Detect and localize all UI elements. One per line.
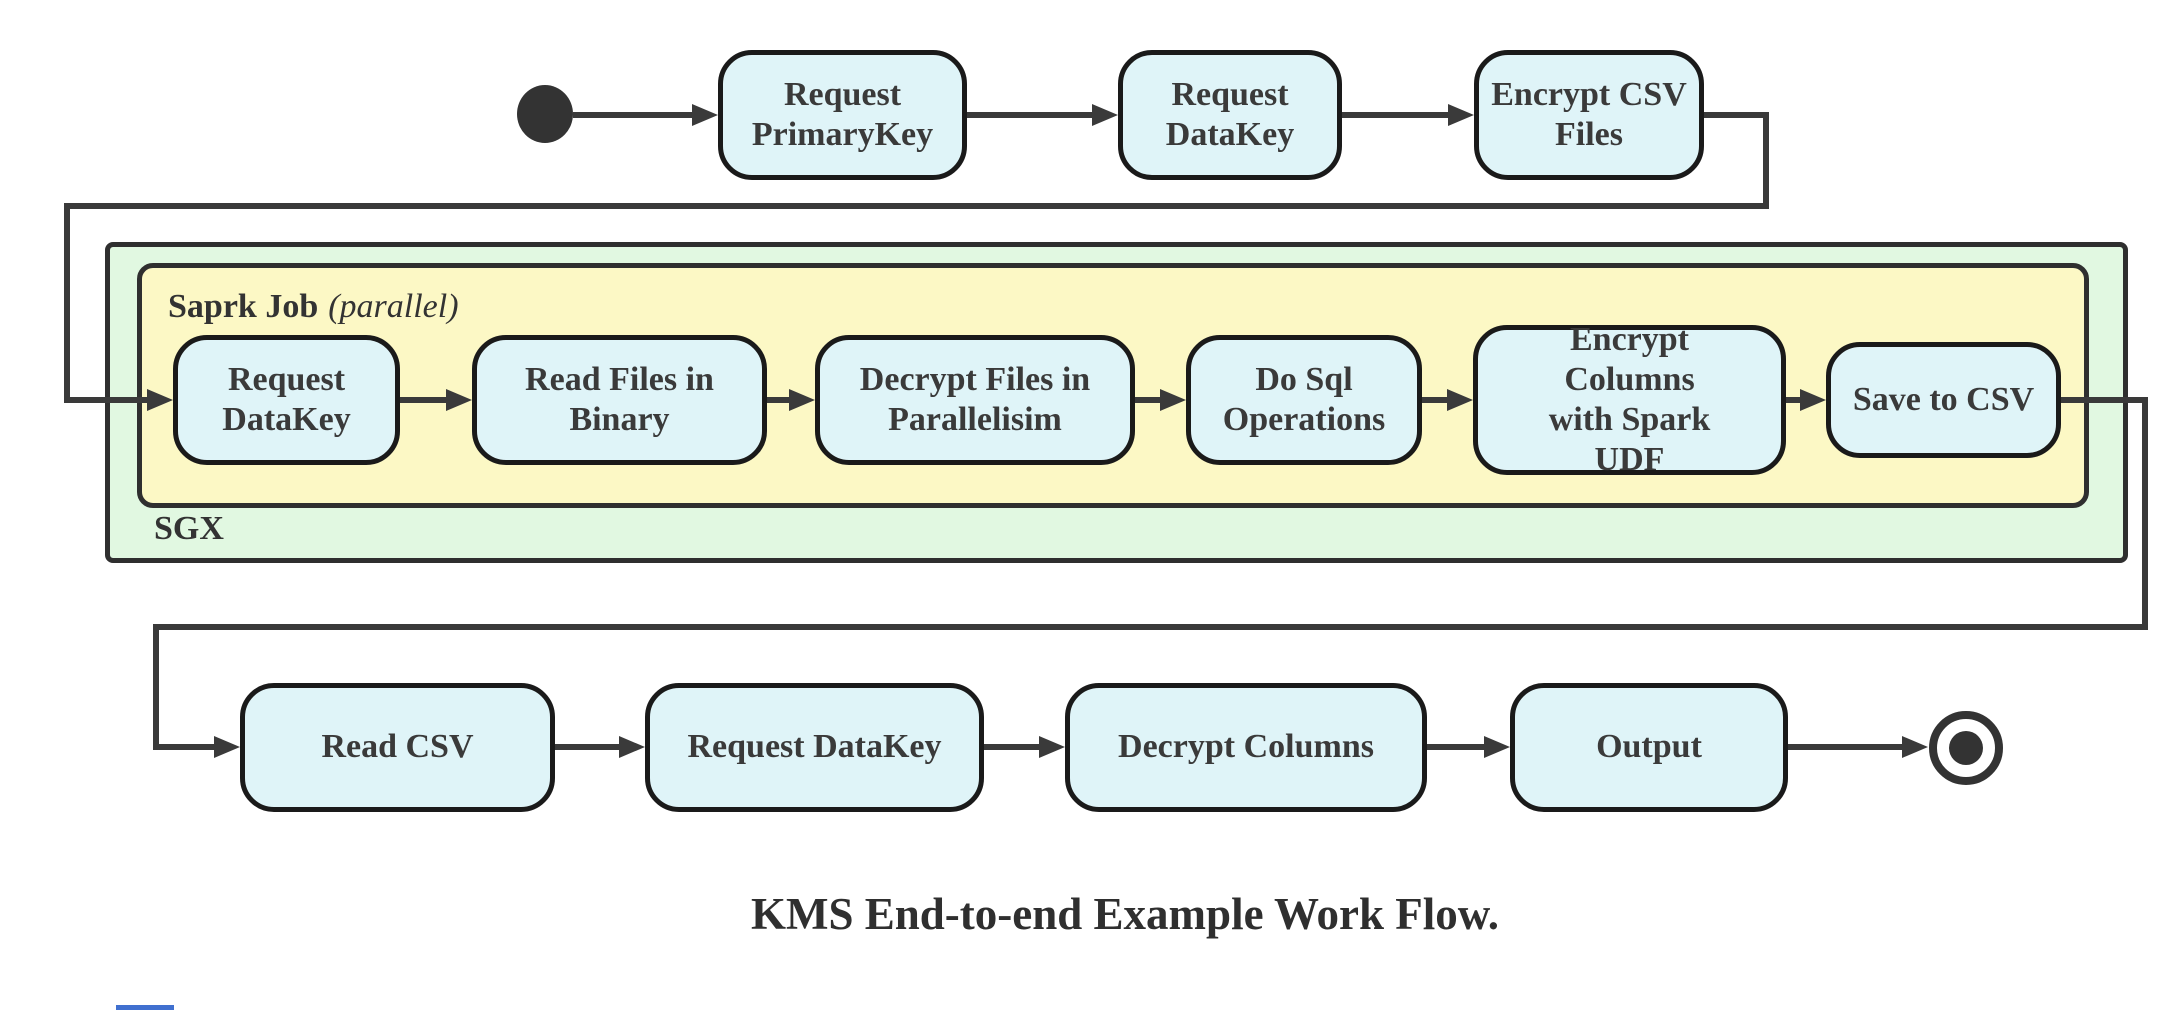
arrowhead (1092, 104, 1118, 126)
node-do-sql-operations: Do Sql Operations (1186, 335, 1422, 465)
node-request-datakey-client: Request DataKey (645, 683, 984, 812)
node-save-to-csv: Save to CSV (1826, 342, 2061, 458)
blue-underline-mark (116, 1005, 174, 1010)
arrowhead (446, 389, 472, 411)
end-node-dot (1949, 731, 1983, 765)
node-request-datakey-top: Request DataKey (1118, 50, 1342, 180)
node-read-files-in-binary: Read Files in Binary (472, 335, 767, 465)
spark-job-label: Saprk Job(parallel) (168, 290, 459, 324)
start-node (517, 85, 573, 143)
node-request-datakey-sgx: Request DataKey (173, 335, 400, 465)
arrowhead (1447, 389, 1473, 411)
arrowhead (692, 104, 718, 126)
arrowhead (147, 389, 173, 411)
node-output: Output (1510, 683, 1788, 812)
arrow-encrypt-csv-to-sgx-request-datakey (64, 112, 1769, 403)
arrowhead (789, 389, 815, 411)
sgx-label: SGX (154, 510, 224, 547)
node-decrypt-files-in-parallelisim: Decrypt Files in Parallelisim (815, 335, 1135, 465)
arrowhead (1039, 736, 1065, 758)
arrowhead (1160, 389, 1186, 411)
arrowhead (214, 736, 240, 758)
arrowhead (1448, 104, 1474, 126)
diagram-caption: KMS End-to-end Example Work Flow. (750, 889, 1499, 939)
node-encrypt-columns-with-spark-udf: Encrypt Columns with Spark UDF (1473, 321, 1786, 478)
node-decrypt-columns: Decrypt Columns (1065, 683, 1427, 812)
node-request-primarykey: Request PrimaryKey (718, 50, 967, 180)
arrowhead (1484, 736, 1510, 758)
arrowhead (1902, 736, 1928, 758)
node-encrypt-csv-files: Encrypt CSV Files (1474, 50, 1704, 180)
spark-job-label-text: Saprk Job (168, 288, 319, 325)
spark-job-parallel-annotation: (parallel) (328, 288, 459, 325)
arrow-save-csv-to-read-csv (153, 397, 2148, 750)
arrowhead (1800, 389, 1826, 411)
arrowhead (619, 736, 645, 758)
node-read-csv: Read CSV (240, 683, 555, 812)
